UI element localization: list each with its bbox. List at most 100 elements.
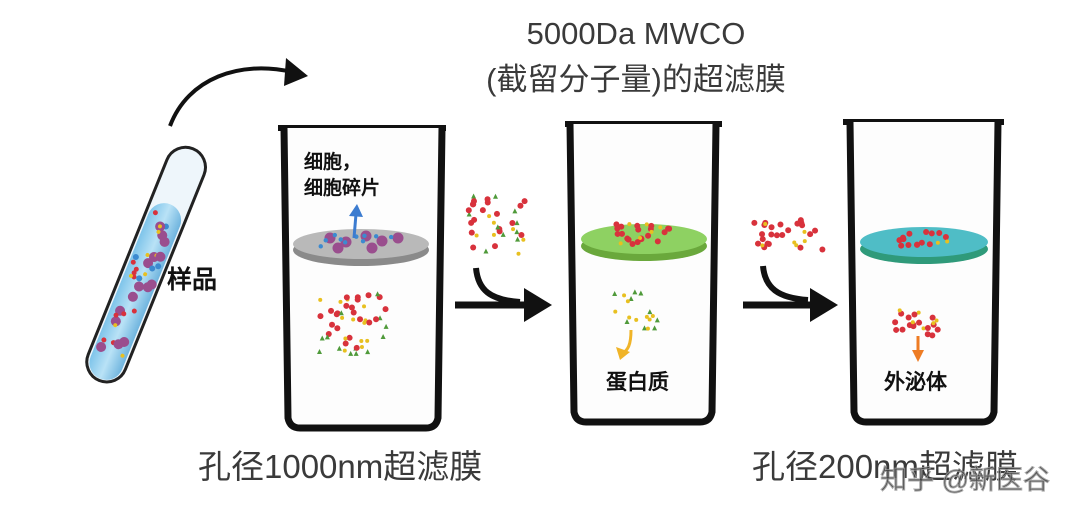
small-particle	[632, 289, 638, 295]
particle	[470, 244, 477, 251]
particle	[360, 239, 366, 244]
particle	[906, 230, 913, 237]
cell	[159, 236, 170, 247]
particle	[802, 229, 807, 234]
small-particle	[624, 318, 630, 324]
particle	[101, 337, 107, 343]
small-particle	[383, 323, 389, 329]
particle	[468, 229, 475, 236]
cell	[119, 336, 130, 347]
cell	[143, 258, 154, 269]
particle	[899, 326, 906, 333]
transfer-particles-2	[751, 217, 826, 253]
particle	[918, 239, 925, 246]
exosome-particles	[892, 308, 941, 339]
small-particle	[500, 231, 506, 237]
particle	[785, 227, 792, 234]
small-particle	[628, 295, 634, 301]
particle	[357, 316, 364, 323]
particle	[765, 240, 772, 247]
particle	[768, 231, 775, 238]
particle	[366, 319, 373, 326]
particle	[365, 338, 370, 343]
particle	[511, 227, 516, 232]
particle	[318, 297, 323, 302]
exosome-label: 外泌体	[884, 370, 948, 394]
particle	[343, 336, 348, 341]
small-particle	[654, 317, 660, 323]
particle	[934, 318, 939, 323]
transfer-particles-1	[465, 193, 528, 256]
particle	[363, 318, 368, 323]
particle	[779, 232, 786, 239]
particle	[897, 308, 902, 313]
mwco-label-line2: (截留分子量)的超滤膜	[486, 62, 786, 97]
particle	[491, 243, 498, 250]
particle	[491, 220, 496, 225]
particle	[487, 214, 492, 219]
particle	[634, 239, 641, 246]
particle	[654, 238, 661, 245]
particle	[338, 237, 343, 242]
sample-label: 样品	[167, 265, 217, 294]
particle	[622, 293, 627, 298]
particle	[155, 263, 162, 270]
particle	[156, 229, 161, 234]
particle	[627, 315, 632, 320]
particle	[354, 296, 361, 303]
retained-particles-3	[896, 229, 950, 249]
particle	[942, 233, 949, 240]
small-particle	[612, 290, 618, 296]
particle	[479, 207, 486, 214]
small-particle	[647, 309, 653, 315]
small-particle	[495, 224, 501, 230]
small-particle	[512, 208, 518, 214]
particle	[373, 316, 380, 323]
particle	[905, 242, 912, 249]
particle	[773, 232, 780, 239]
particle	[613, 309, 618, 314]
particle	[892, 319, 899, 326]
small-particle	[493, 193, 499, 199]
particle	[625, 299, 630, 304]
particle	[353, 344, 360, 351]
particle	[491, 232, 496, 237]
particle	[516, 251, 521, 256]
cell-up-arrow	[349, 204, 363, 239]
particle	[329, 321, 336, 328]
particle	[893, 326, 900, 333]
small-particle	[638, 290, 644, 296]
particle	[340, 315, 345, 320]
particle	[145, 252, 150, 257]
particle	[759, 231, 766, 238]
filter-1000nm-membrane	[293, 229, 429, 259]
cell-label-line2: 细胞碎片	[304, 176, 380, 199]
sample-particles	[96, 210, 170, 358]
particle	[509, 219, 516, 226]
particle	[644, 222, 649, 227]
particle	[900, 236, 907, 243]
small-particle	[652, 325, 658, 331]
protein-label: 蛋白质	[606, 370, 669, 394]
protein-particles	[612, 289, 660, 331]
particle	[935, 240, 940, 245]
particle	[373, 234, 379, 239]
particle	[644, 314, 649, 319]
small-particle	[353, 350, 359, 356]
particle	[342, 240, 348, 245]
small-particle	[319, 335, 325, 341]
particle	[346, 334, 353, 341]
particle	[362, 233, 367, 238]
particle	[819, 246, 826, 253]
filter-1000nm-label: 孔径1000nm超滤膜	[198, 448, 482, 485]
small-particle	[471, 193, 477, 199]
cell	[376, 235, 388, 247]
particle	[152, 210, 158, 216]
filter-200nm-label: 孔径200nm超滤膜	[752, 448, 1018, 485]
beaker-2	[565, 121, 722, 426]
particle	[792, 240, 797, 245]
particle	[518, 231, 525, 238]
particle	[323, 238, 328, 243]
particle	[351, 317, 356, 322]
